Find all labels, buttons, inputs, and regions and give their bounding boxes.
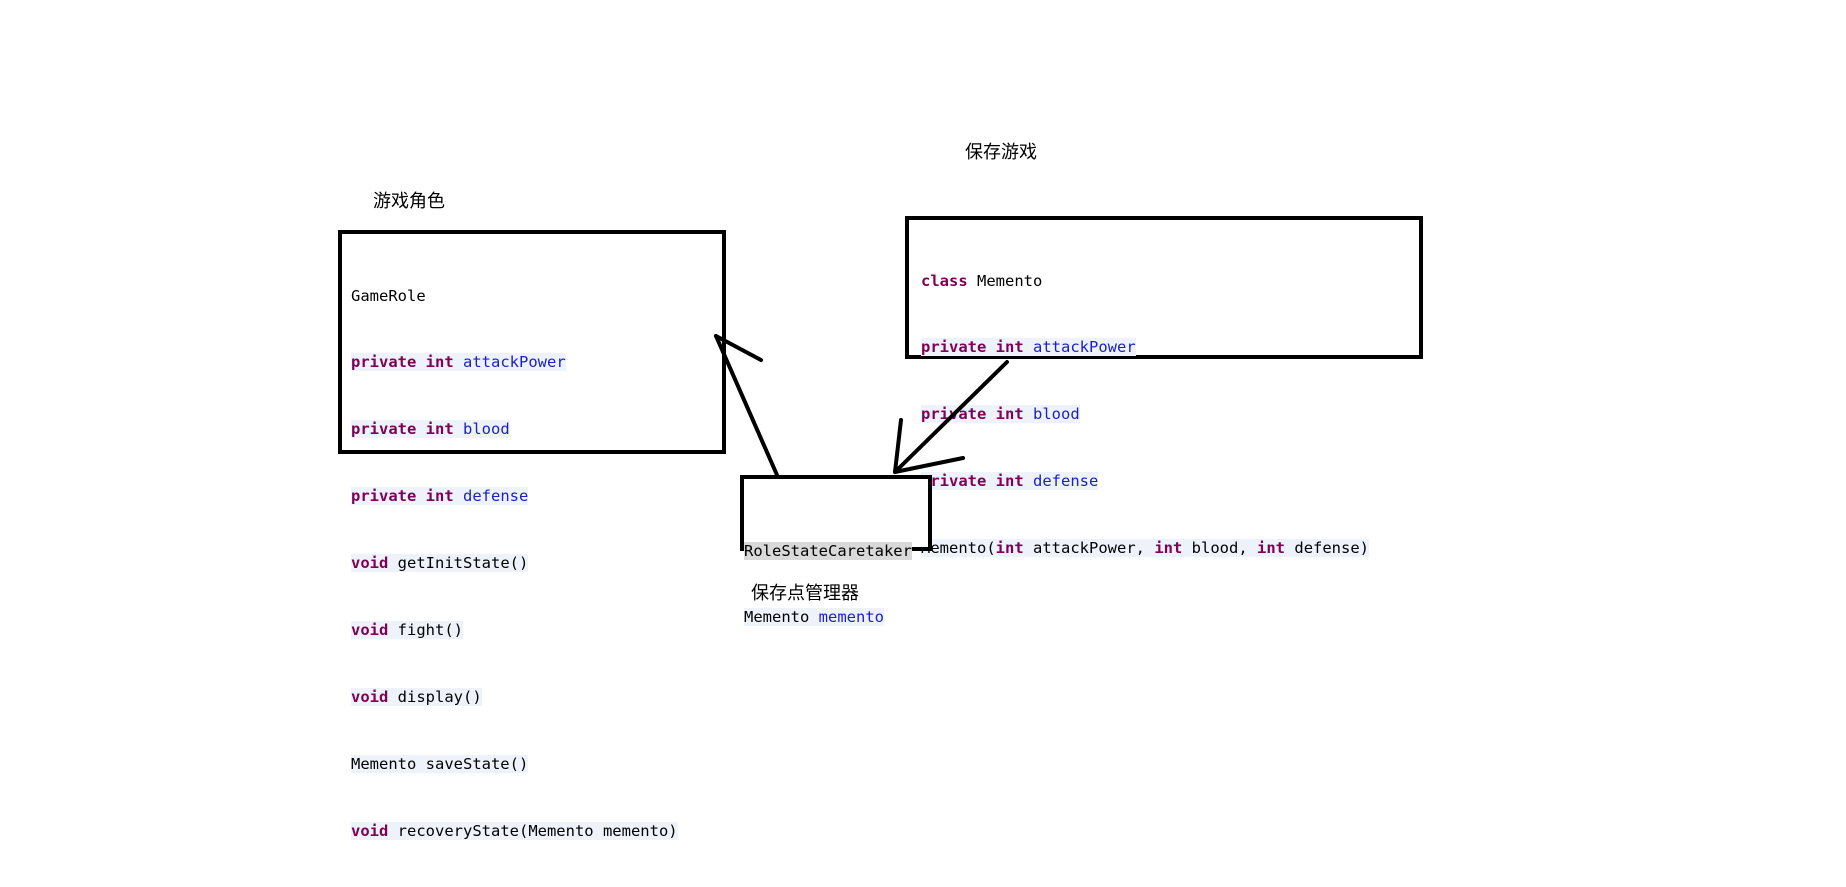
game-role-method: Memento saveState() bbox=[351, 754, 529, 773]
memento-field-keyword: private int bbox=[921, 472, 1024, 491]
memento-field-name: attackPower bbox=[1033, 338, 1136, 357]
caretaker-field-name: memento bbox=[818, 608, 884, 627]
memento-box: class Memento private int attackPower pr… bbox=[905, 216, 1423, 558]
memento-ctor-param: attackPower, bbox=[1033, 539, 1145, 558]
game-role-field-name: attackPower bbox=[463, 353, 566, 372]
memento-ctor-keyword: int bbox=[1257, 539, 1286, 558]
caretaker-caption: 保存点管理器 bbox=[751, 583, 859, 604]
memento-class-name: Memento bbox=[977, 271, 1043, 290]
arrow-memento-to-caretaker-head-right bbox=[893, 456, 965, 474]
arrow-caretaker-to-gamerole-head bbox=[714, 334, 763, 362]
game-role-method: display() bbox=[397, 687, 482, 706]
memento-field-keyword: private int bbox=[921, 338, 1024, 357]
arrow-memento-to-caretaker-head-left bbox=[893, 418, 903, 474]
memento-ctor-name: Memento( bbox=[921, 539, 996, 558]
game-role-member-keyword: void bbox=[351, 621, 389, 640]
game-role-member-keyword: private int bbox=[351, 420, 454, 439]
arrow-caretaker-to-gamerole-shaft bbox=[714, 334, 779, 477]
caretaker-class-name: RoleStateCaretaker bbox=[744, 541, 912, 560]
memento-ctor-keyword: int bbox=[1154, 539, 1183, 558]
memento-field-name: blood bbox=[1033, 405, 1080, 424]
memento-ctor-keyword: int bbox=[995, 539, 1024, 558]
game-role-method: fight() bbox=[397, 621, 463, 640]
game-role-member-keyword: void bbox=[351, 687, 389, 706]
arrow-memento-to-caretaker-shaft bbox=[893, 360, 1009, 474]
game-role-member-keyword: private int bbox=[351, 353, 454, 372]
game-role-field-name: defense bbox=[463, 487, 529, 506]
memento-ctor-param: defense) bbox=[1294, 539, 1370, 558]
save-game-caption: 保存游戏 bbox=[965, 142, 1037, 163]
game-role-method: recoveryState(Memento memento) bbox=[397, 821, 678, 840]
game-role-box: GameRole private int attackPower private… bbox=[338, 230, 726, 840]
game-role-field-name: blood bbox=[463, 420, 510, 439]
caretaker-field-type: Memento bbox=[744, 608, 810, 627]
memento-field-name: defense bbox=[1033, 472, 1099, 491]
caretaker-box: RoleStateCaretaker Memento memento bbox=[740, 475, 932, 627]
arrows-layer bbox=[714, 334, 1009, 477]
game-role-member-keyword: private int bbox=[351, 487, 454, 506]
game-role-caption: 游戏角色 bbox=[373, 191, 445, 212]
game-role-member-keyword: void bbox=[351, 821, 389, 840]
game-role-member-keyword: void bbox=[351, 554, 389, 573]
game-role-class-name: GameRole bbox=[351, 286, 426, 305]
game-role-method: getInitState() bbox=[397, 554, 529, 573]
memento-ctor-param: blood, bbox=[1191, 539, 1248, 558]
memento-class-keyword: class bbox=[921, 271, 968, 290]
